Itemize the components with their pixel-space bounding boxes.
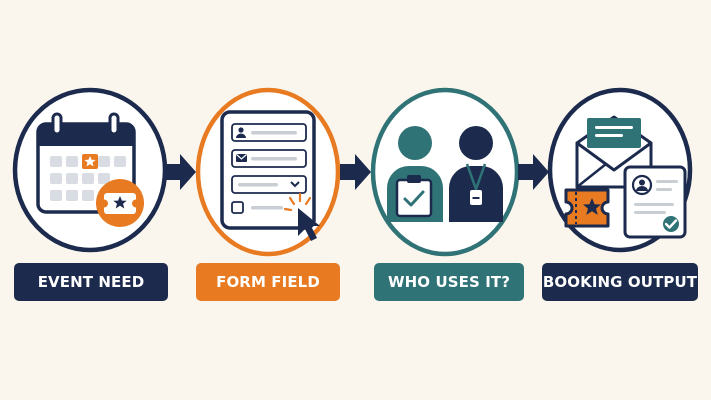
people-icon (387, 126, 503, 222)
arrow-right-icon (340, 154, 371, 190)
ticket-icon (96, 179, 144, 227)
step-label-event-need: EVENT NEED (14, 263, 168, 301)
clipboard-icon (395, 175, 433, 218)
step-booking-output (547, 87, 693, 253)
step-label-booking-output: BOOKING OUTPUT (542, 263, 698, 301)
step-who-uses-it (370, 87, 520, 257)
cursor-icon (283, 192, 320, 241)
id-badge-icon (465, 163, 487, 205)
arrow-right-icon (518, 154, 549, 190)
step-form-field (195, 87, 341, 257)
check-circle-icon (661, 214, 681, 234)
step-label-form-field: FORM FIELD (196, 263, 340, 301)
profile-card-icon (623, 165, 687, 239)
ticket-icon (564, 188, 610, 228)
step-label-who-uses-it: WHO USES IT? (374, 263, 524, 301)
step-event-need (12, 87, 168, 253)
arrow-right-icon (165, 154, 196, 190)
